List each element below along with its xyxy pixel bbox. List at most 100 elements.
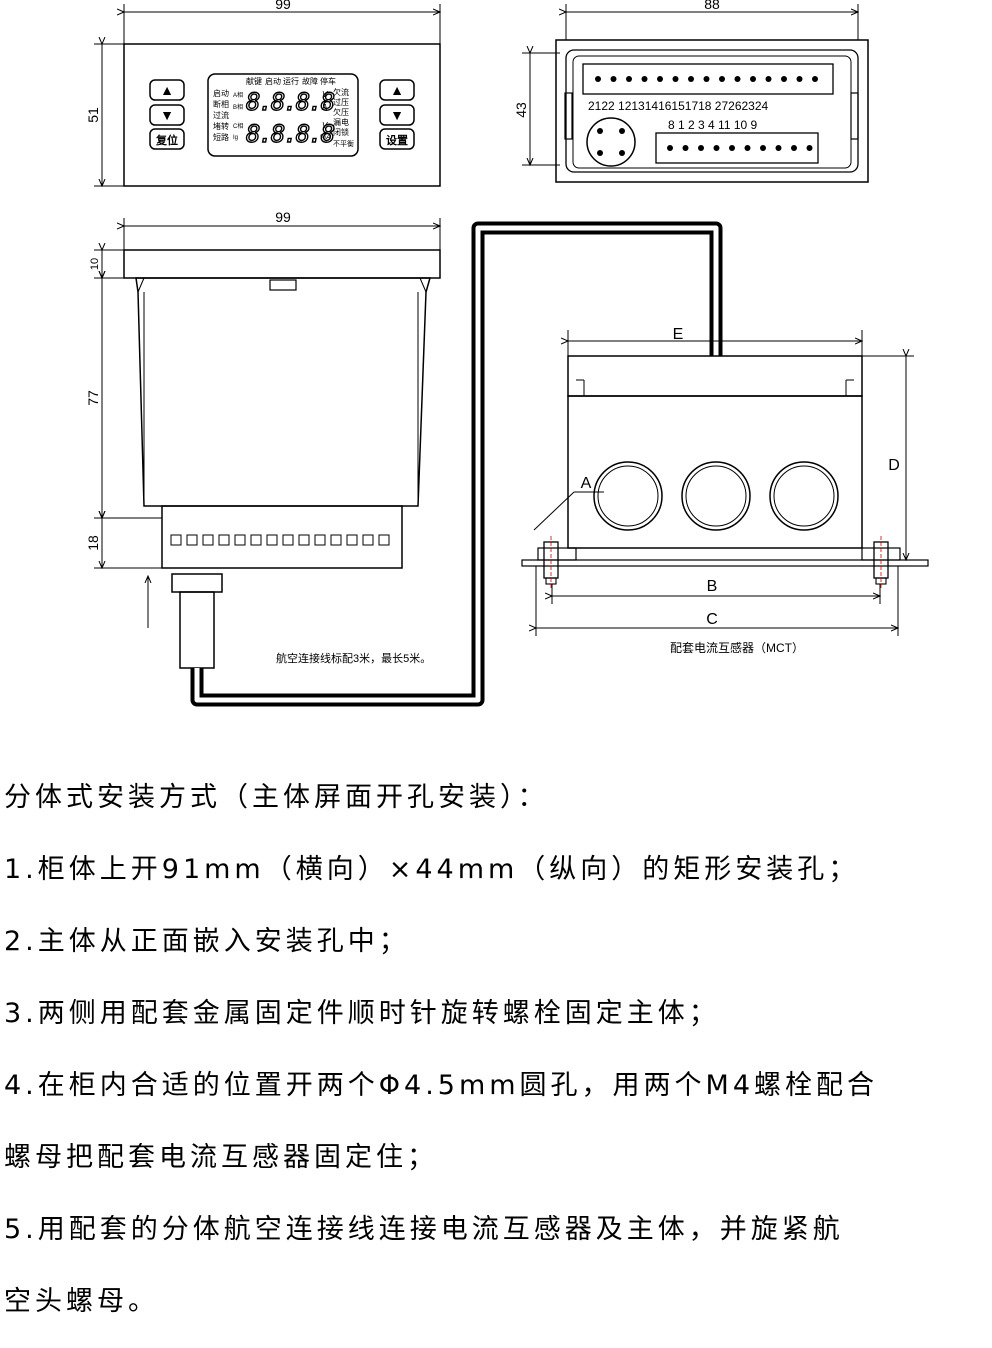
terminal-screw — [282, 534, 294, 546]
terminal-pin — [744, 145, 751, 151]
svg-text:献键: 献键 — [246, 76, 262, 86]
bezel-depth-dim: 10 — [89, 258, 101, 270]
dim-label-a: A — [581, 475, 592, 492]
instruction-step-4-cont: 螺母把配套电流互感器固定住； — [4, 1142, 438, 1173]
terminal-screw — [346, 534, 358, 546]
svg-text:不平衡: 不平衡 — [333, 139, 354, 148]
terminal-pin — [781, 76, 787, 82]
terminal-screw — [314, 534, 326, 546]
terminal-pin — [750, 76, 756, 82]
svg-text:断相: 断相 — [213, 99, 229, 109]
front-width-dim: 99 — [275, 0, 291, 12]
svg-text:欠流: 欠流 — [333, 87, 349, 97]
terminal-pin — [595, 76, 601, 82]
dim-label-d: D — [888, 457, 900, 474]
terminal-pin — [672, 76, 679, 82]
terminal-pin — [667, 145, 673, 151]
svg-text:C相: C相 — [233, 122, 243, 130]
svg-text:闭锁: 闭锁 — [333, 127, 349, 137]
set-button: 设置 — [386, 133, 408, 147]
terminal-pin — [610, 76, 617, 82]
terminal-depth-dim: 18 — [85, 535, 101, 551]
terminal-pin — [796, 76, 803, 82]
front-view: 99 51 — [85, 0, 440, 186]
top-terminal-numbers: 2122 12131416151718 27262324 — [588, 99, 769, 113]
terminal-pin — [760, 145, 766, 151]
svg-text:过压: 过压 — [333, 97, 349, 107]
rear-view — [522, 4, 869, 183]
svg-text:Ig: Ig — [233, 135, 238, 141]
terminal-screw — [330, 534, 342, 546]
left-down-button: ▼ — [160, 107, 174, 123]
right-up-button: ▲ — [390, 82, 404, 98]
terminal-screw — [266, 534, 278, 546]
terminal-pin — [657, 76, 663, 82]
upper-seven-seg-display: 8.8.8.8 — [246, 88, 335, 116]
svg-text:启动: 启动 — [213, 88, 229, 98]
instruction-step-5: 5.用配套的分体航空连接线连接电流互感器及主体，并旋紧航 — [4, 1214, 844, 1245]
instructions-heading: 分体式安装方式（主体屏面开孔安装）： — [4, 782, 549, 813]
terminal-screw — [362, 534, 374, 546]
instruction-step-5-cont: 空头螺母。 — [4, 1286, 159, 1317]
bottom-terminal-numbers: 8 1 2 3 4 11 10 9 — [668, 118, 758, 132]
terminal-pin — [775, 145, 782, 151]
body-depth-dim: 77 — [85, 390, 101, 406]
cable-length-note: 航空连接线标配3米，最长5米。 — [276, 651, 431, 665]
svg-text:停车: 停车 — [320, 76, 336, 86]
svg-text:运行: 运行 — [283, 76, 299, 86]
svg-text:短路: 短路 — [213, 132, 229, 142]
svg-text:A相: A相 — [233, 91, 243, 99]
terminal-screw — [234, 534, 246, 546]
svg-text:A: A — [321, 103, 327, 112]
side-width-dim: 99 — [275, 209, 291, 225]
terminal-screw — [186, 534, 198, 546]
terminal-pin — [688, 76, 694, 82]
terminal-screw — [202, 534, 214, 546]
svg-text:启动: 启动 — [265, 76, 281, 86]
terminal-pin — [713, 145, 720, 151]
dim-label-e: E — [673, 326, 684, 343]
installation-instructions: 分体式安装方式（主体屏面开孔安装）： 1.柜体上开91mm（横向）×44mm（纵… — [4, 772, 990, 1348]
lower-seven-seg-display: 8.8.8.8 — [246, 120, 335, 148]
instruction-step-4: 4.在柜内合适的位置开两个Φ4.5mm圆孔，用两个M4螺栓配合 — [4, 1070, 879, 1101]
instruction-step-3: 3.两侧用配套金属固定件顺时针旋转螺栓固定主体； — [4, 998, 720, 1029]
svg-text:V: V — [322, 121, 328, 130]
front-height-dim: 51 — [85, 107, 101, 123]
terminal-pin — [806, 145, 813, 151]
terminal-pin — [682, 145, 689, 151]
svg-text:B相: B相 — [233, 103, 243, 111]
terminal-pin — [698, 145, 704, 151]
terminal-pin — [703, 76, 710, 82]
svg-text:过流: 过流 — [213, 110, 229, 120]
instruction-step-2: 2.主体从正面嵌入安装孔中； — [4, 926, 410, 957]
svg-text:V: V — [322, 90, 328, 99]
terminal-pin — [626, 76, 632, 82]
right-down-button: ▼ — [390, 107, 404, 123]
terminal-screw — [378, 534, 390, 546]
terminal-pin — [641, 76, 648, 82]
terminal-pin — [719, 76, 725, 82]
instruction-step-1: 1.柜体上开91mm（横向）×44mm（纵向）的矩形安装孔； — [4, 854, 860, 885]
front-view-text: ▲ ▼ 复位 ▲ ▼ 设置 献键 启动 运行 故障 停车 启动 断相 过流 堵转… — [155, 76, 408, 149]
svg-text:堵转: 堵转 — [213, 121, 229, 131]
dim-label-b: B — [707, 578, 718, 595]
ct-caption: 配套电流互感器（MCT） — [670, 640, 804, 655]
terminal-pin — [765, 76, 772, 82]
terminal-pin — [812, 76, 818, 82]
svg-text:漏电: 漏电 — [333, 117, 349, 127]
terminal-screw — [298, 534, 310, 546]
terminal-screw — [170, 534, 182, 546]
terminal-screw — [250, 534, 262, 546]
svg-text:故障: 故障 — [302, 76, 318, 86]
left-up-button: ▲ — [160, 82, 174, 98]
svg-text:欠压: 欠压 — [333, 107, 349, 117]
svg-text:%A: %A — [320, 134, 331, 141]
installation-drawing: 99 51 ▲ ▼ 复位 ▲ ▼ 设置 献键 启动 运行 故障 停车 启动 断相… — [85, 0, 929, 707]
rear-view-details: 88 43 2122 12131416151718 27262324 8 1 2… — [513, 0, 818, 156]
terminal-pin — [734, 76, 741, 82]
rear-height-dim: 43 — [513, 102, 529, 118]
terminal-pin — [791, 145, 797, 151]
terminal-pin — [729, 145, 735, 151]
reset-button: 复位 — [155, 133, 178, 147]
dim-label-c: C — [706, 611, 718, 628]
